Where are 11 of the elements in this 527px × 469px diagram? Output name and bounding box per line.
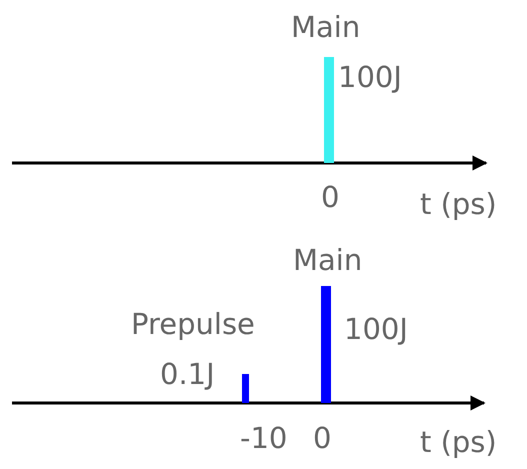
energy-label: 0.1J xyxy=(160,360,215,389)
axis-label: t (ps) xyxy=(420,190,497,219)
pulse-label: Main xyxy=(293,246,362,275)
pulse-label: Main xyxy=(291,13,360,42)
energy-label: 100J xyxy=(344,315,408,344)
tick-label: 0 xyxy=(321,183,340,212)
energy-label: 100J xyxy=(338,63,402,92)
tick-label: -10 xyxy=(240,424,288,453)
tick-label: 0 xyxy=(313,424,332,453)
pulse-label: Prepulse xyxy=(131,310,255,339)
axis-label: t (ps) xyxy=(420,428,497,457)
